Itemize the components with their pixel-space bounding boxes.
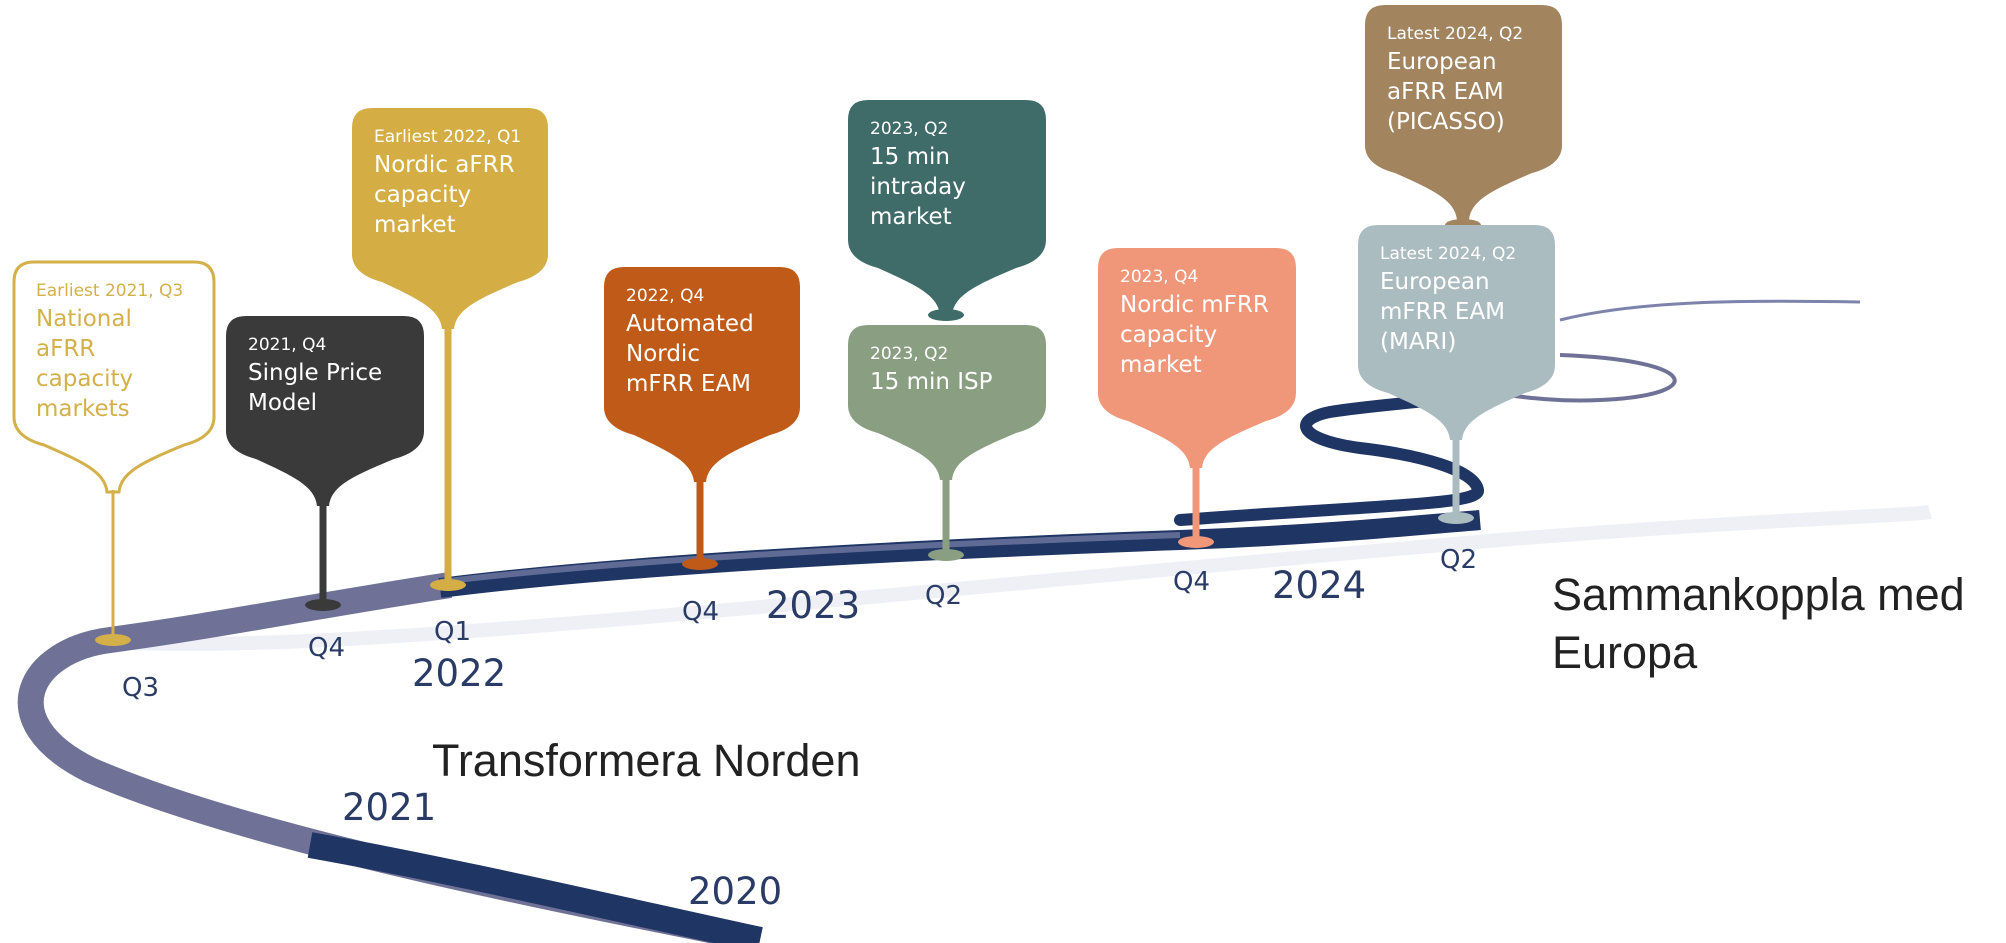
milestone-title-line: capacity bbox=[1120, 322, 1217, 348]
milestone-title-line: market bbox=[1120, 352, 1202, 378]
milestone-date: Earliest 2022, Q1 bbox=[374, 127, 521, 147]
milestone-date: 2023, Q2 bbox=[870, 344, 948, 364]
milestone-title-line: market bbox=[870, 204, 952, 230]
year-label: 2024 bbox=[1272, 564, 1366, 607]
pin-balloon bbox=[848, 325, 1046, 480]
milestone-date: 2023, Q2 bbox=[870, 119, 948, 139]
milestone-date: 2021, Q4 bbox=[248, 335, 326, 355]
milestone-title-line: mFRR EAM bbox=[626, 371, 751, 397]
milestone-title-line: markets bbox=[36, 396, 130, 422]
milestone-title-line: (PICASSO) bbox=[1387, 109, 1505, 135]
milestone-title-line: 15 min bbox=[870, 144, 950, 170]
milestone-title-line: Nordic bbox=[626, 341, 700, 367]
milestone-title-line: market bbox=[374, 212, 456, 238]
pin-balloon bbox=[848, 100, 1046, 315]
year-label: 2021 bbox=[342, 786, 436, 829]
phase-label-transform: Transformera Norden bbox=[432, 735, 861, 786]
milestone-title-line: Nordic aFRR bbox=[374, 152, 515, 178]
milestone-date: 2023, Q4 bbox=[1120, 267, 1198, 287]
pin-balloon bbox=[1365, 5, 1562, 220]
pin-base bbox=[430, 579, 466, 591]
quarter-label: Q2 bbox=[1440, 545, 1477, 575]
pin-base bbox=[305, 599, 341, 611]
milestone-pin: Latest 2024, Q2 European mFRR EAM (MARI) bbox=[1358, 225, 1555, 524]
quarter-label: Q3 bbox=[122, 673, 159, 703]
pin-balloon bbox=[352, 108, 548, 329]
axis-labels: Q3 Q4 Q1 Q4 Q2 Q4 Q2 2020 2021 2022 2023… bbox=[122, 545, 1477, 913]
pin-balloon bbox=[1358, 225, 1555, 440]
milestone-date: Latest 2024, Q2 bbox=[1387, 24, 1523, 44]
milestone-pin: 2023, Q2 15 min ISP bbox=[848, 325, 1046, 561]
milestone-title-line: Single Price bbox=[248, 360, 382, 386]
milestone-title-line: mFRR EAM bbox=[1380, 299, 1505, 325]
milestone-title-line: Automated bbox=[626, 311, 754, 337]
milestone-pin: 2023, Q2 15 min intraday market bbox=[848, 100, 1046, 321]
milestone-date: Earliest 2021, Q3 bbox=[36, 281, 183, 301]
milestone-date: 2022, Q4 bbox=[626, 286, 704, 306]
milestone-pin: Latest 2024, Q2 European aFRR EAM (PICASSO) bbox=[1365, 5, 1562, 231]
milestone-title-line: intraday bbox=[870, 174, 966, 200]
milestone-date: Latest 2024, Q2 bbox=[1380, 244, 1516, 264]
timeline-road bbox=[17, 299, 1932, 943]
pin-base bbox=[682, 558, 718, 570]
milestone-title-line: European bbox=[1387, 49, 1497, 75]
pin-base bbox=[1438, 512, 1474, 524]
phase-label-connect-line2: Europa bbox=[1552, 627, 1698, 678]
milestone-title-line: National bbox=[36, 306, 132, 332]
milestone-title-line: (MARI) bbox=[1380, 329, 1456, 355]
pin-base bbox=[928, 309, 964, 321]
milestone-title-line: Nordic mFRR bbox=[1120, 292, 1269, 318]
pin-base bbox=[928, 549, 964, 561]
milestone-title-line: aFRR EAM bbox=[1387, 79, 1504, 105]
pin-balloon bbox=[604, 267, 800, 482]
milestone-title-line: capacity bbox=[374, 182, 471, 208]
milestone-pin: Earliest 2021, Q3 National aFRR capacity mar… bbox=[12, 260, 216, 646]
milestone-title-line: 15 min ISP bbox=[870, 369, 993, 395]
year-label: 2020 bbox=[688, 870, 782, 913]
milestone-title-line: aFRR bbox=[36, 336, 95, 362]
quarter-label: Q4 bbox=[682, 597, 719, 627]
pin-balloon bbox=[226, 316, 424, 506]
quarter-label: Q2 bbox=[925, 581, 962, 611]
phase-label-connect-line1: Sammankoppla med bbox=[1552, 569, 1965, 620]
pin-base bbox=[1178, 536, 1214, 548]
milestone-title-line: European bbox=[1380, 269, 1490, 295]
year-label: 2022 bbox=[412, 652, 506, 695]
year-label: 2023 bbox=[766, 584, 860, 627]
pin-balloon bbox=[1098, 248, 1296, 468]
milestone-pin: Earliest 2022, Q1 Nordic aFRR capacity mark… bbox=[352, 108, 548, 591]
milestone-pin: 2023, Q4 Nordic mFRR capacity market bbox=[1098, 248, 1296, 548]
pin-base bbox=[95, 634, 131, 646]
quarter-label: Q4 bbox=[1173, 567, 1210, 597]
pin-balloon bbox=[12, 260, 216, 494]
quarter-label: Q4 bbox=[308, 633, 345, 663]
milestone-title-line: capacity bbox=[36, 366, 133, 392]
milestone-title-line: Model bbox=[248, 390, 317, 416]
quarter-label: Q1 bbox=[434, 617, 471, 647]
